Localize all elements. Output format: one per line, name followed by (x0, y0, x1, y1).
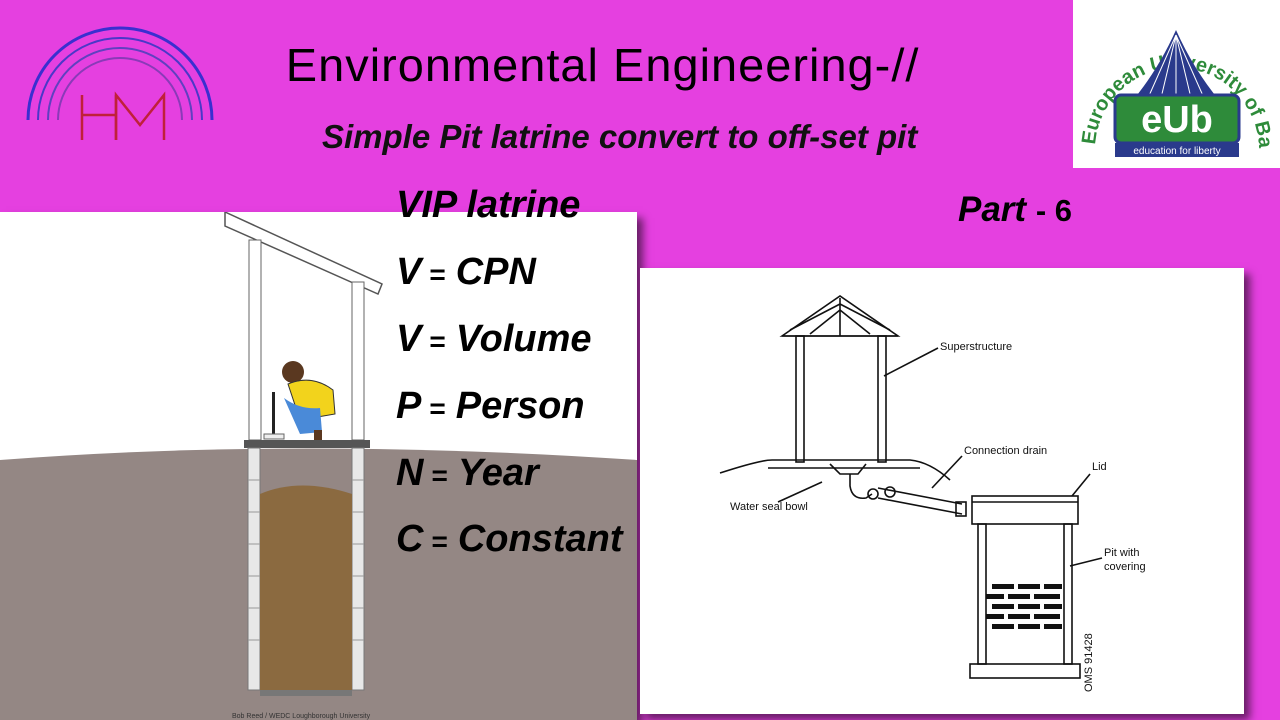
formula-def: Person (455, 385, 585, 427)
formula-row: C= Constant (396, 518, 622, 561)
image-credit: Bob Reed / WEDC Loughborough University (232, 713, 371, 720)
eub-logo: European University of Bangladesh eUb ed… (1067, 0, 1280, 168)
label-water-seal-bowl: Water seal bowl (730, 501, 808, 513)
label-pit-line1: Pit with (1104, 547, 1139, 559)
equals-sign: = (429, 259, 446, 290)
offset-pit-diagram: Superstructure Connection drain Lid Wate… (640, 268, 1244, 714)
label-pit-line2: covering (1104, 561, 1146, 573)
formula-def: Volume (455, 318, 592, 360)
formula-row: V= CPN (396, 251, 536, 294)
label-code: OMS 91428 (1083, 633, 1095, 692)
vip-latrine-heading: VIP latrine (396, 184, 581, 226)
formula-row: N= Year (396, 452, 539, 495)
hm-logo: HM (26, 26, 214, 140)
formula-def: CPN (455, 251, 536, 293)
part-number: - 6 (1035, 193, 1073, 228)
formula-var: V (396, 251, 422, 293)
equals-sign: = (431, 526, 448, 557)
page-subtitle: Simple Pit latrine convert to off-set pi… (322, 118, 918, 155)
formula-var: N (396, 452, 424, 494)
label-connection-drain: Connection drain (964, 445, 1047, 457)
formula-row: V= Volume (396, 318, 592, 361)
label-superstructure: Superstructure (940, 341, 1012, 353)
formula-var: P (396, 385, 422, 427)
equals-sign: = (429, 326, 446, 357)
formula-row: P= Person (396, 385, 585, 428)
equals-sign: = (431, 460, 448, 491)
equals-sign: = (429, 393, 446, 424)
formula-var: C (396, 518, 424, 560)
label-lid: Lid (1092, 461, 1107, 473)
vip-latrine-illustration (0, 212, 637, 720)
eub-mark: eUb (1141, 99, 1213, 141)
formula-def: Year (457, 452, 539, 494)
part-text: Part (958, 190, 1027, 229)
formula-var: V (396, 318, 422, 360)
part-label: Part - 6 (958, 190, 1072, 230)
formula-def: Constant (457, 518, 623, 560)
eub-tagline: education for liberty (1133, 146, 1220, 157)
page-title: Environmental Engineering-// (285, 39, 920, 91)
